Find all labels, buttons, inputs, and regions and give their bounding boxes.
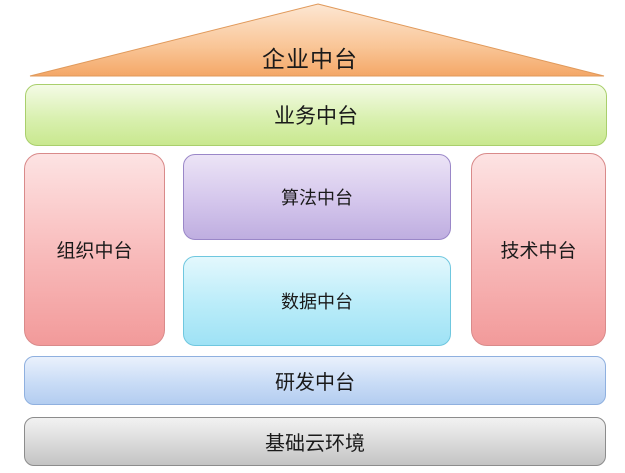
enterprise-platform-label: 企业中台	[262, 47, 358, 73]
data-platform-block: 数据中台	[183, 256, 451, 346]
organization-platform-label: 组织中台	[56, 240, 133, 262]
algorithm-platform-block: 算法中台	[183, 154, 451, 240]
rnd-platform-label: 研发中台	[275, 370, 355, 394]
roof-triangle	[29, 3, 605, 77]
infrastructure-block: 基础云环境	[24, 417, 606, 466]
infrastructure-label: 基础云环境	[265, 431, 365, 455]
business-platform-label: 业务中台	[274, 104, 358, 128]
rnd-platform-block: 研发中台	[24, 356, 606, 405]
organization-platform-block: 组织中台	[24, 153, 165, 346]
technology-platform-label: 技术中台	[500, 240, 577, 262]
data-platform-label: 数据中台	[281, 292, 353, 313]
algorithm-platform-label: 算法中台	[281, 188, 353, 209]
business-platform-block: 业务中台	[25, 84, 607, 146]
technology-platform-block: 技术中台	[471, 153, 606, 346]
